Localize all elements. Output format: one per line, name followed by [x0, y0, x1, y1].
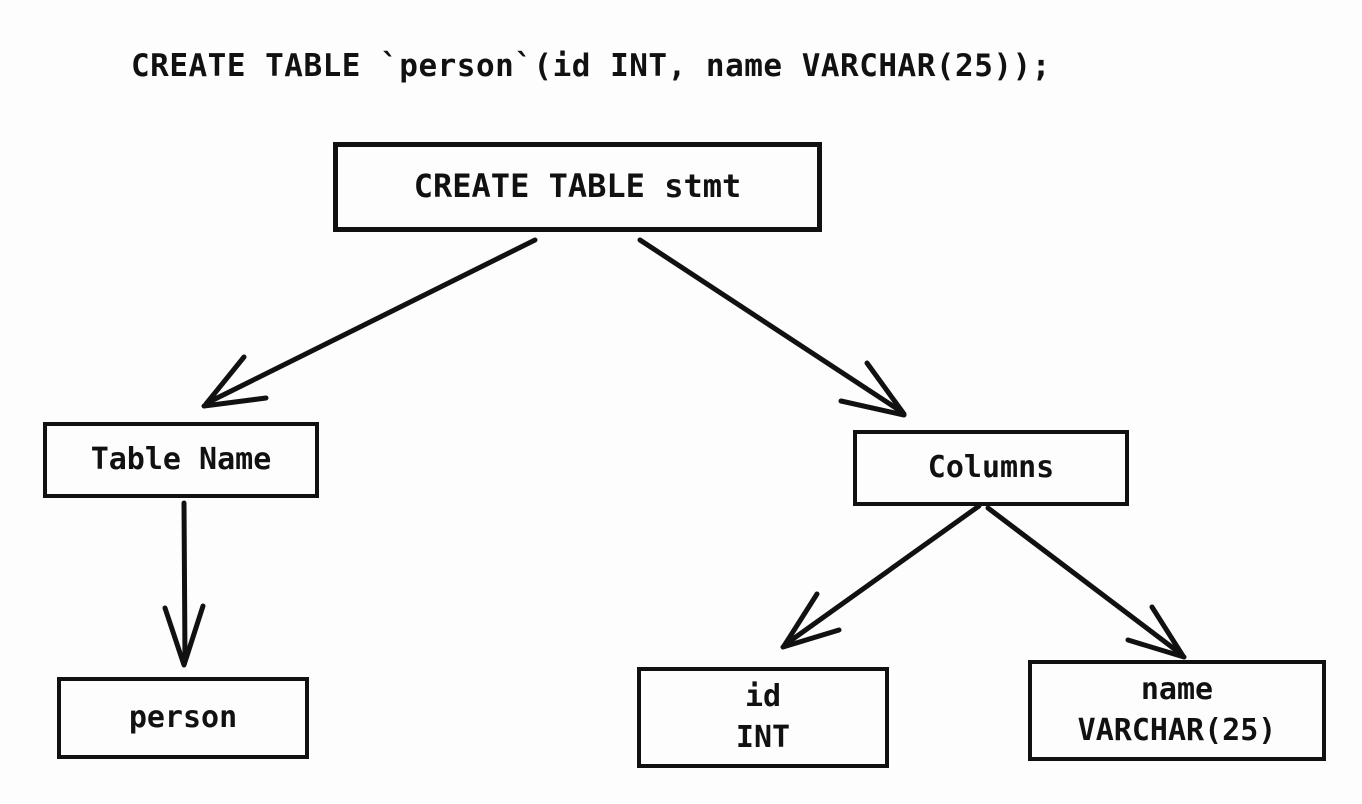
sql-statement-text: CREATE TABLE `person`(id INT, name VARCH…	[131, 48, 1051, 84]
node-name-column: name VARCHAR(25)	[1028, 660, 1326, 761]
edge-columns-to-name-arrow-icon	[985, 505, 1187, 660]
node-person-label: person	[128, 699, 238, 735]
edge-table-name-to-person-arrow-icon	[162, 500, 206, 668]
node-columns-label: Columns	[927, 449, 1055, 485]
edge-root-to-columns-arrow-icon	[637, 237, 907, 418]
edge-root-to-table-name-arrow-icon	[201, 237, 538, 409]
node-id-column: id INT	[637, 667, 889, 768]
node-table-name: Table Name	[43, 422, 319, 498]
node-create-table-stmt: CREATE TABLE stmt	[333, 142, 822, 232]
node-id-column-name: id	[744, 679, 782, 714]
node-name-column-name: name	[1140, 672, 1214, 707]
node-person: person	[57, 677, 309, 759]
node-columns: Columns	[853, 430, 1129, 506]
node-table-name-label: Table Name	[90, 441, 272, 477]
node-create-table-stmt-label: CREATE TABLE stmt	[413, 167, 742, 206]
node-id-column-type: INT	[735, 719, 791, 755]
edge-columns-to-id-arrow-icon	[780, 503, 982, 650]
node-name-column-type: VARCHAR(25)	[1077, 712, 1277, 748]
